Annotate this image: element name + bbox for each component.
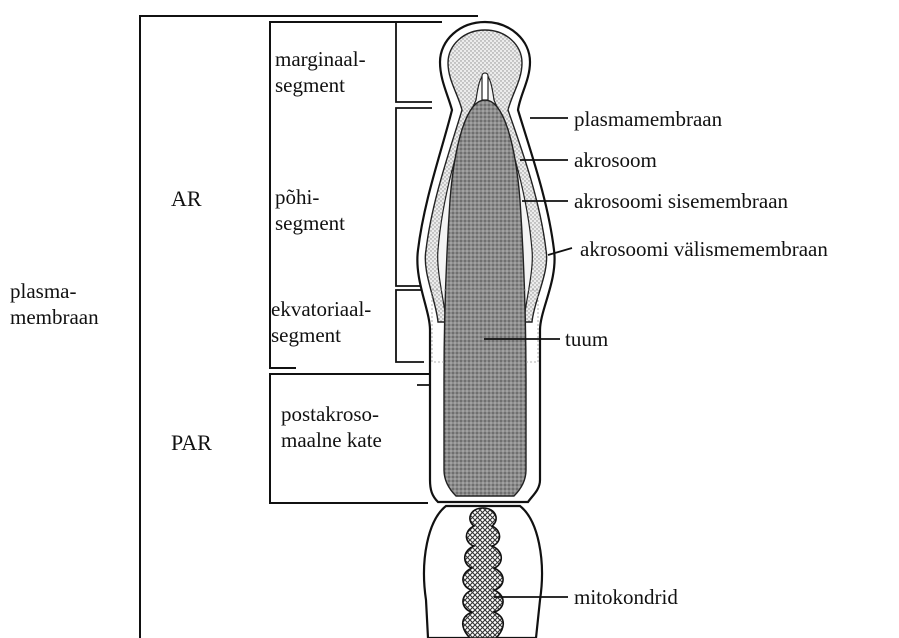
label-marginal-segment: marginaal- segment: [275, 46, 366, 98]
apical-tip: [482, 73, 488, 100]
label-plasmamembrane-region: plasma- membraan: [10, 278, 99, 330]
label-outer-acrosomal-membrane: akrosoomi välismemembraan: [580, 236, 828, 262]
label-ar: AR: [171, 186, 202, 212]
bracket-marginal-segment: [396, 22, 432, 102]
label-main-segment: põhi- segment: [275, 184, 345, 236]
label-nucleus: tuum: [565, 326, 608, 352]
label-inner-acrosomal-membrane: akrosoomi sisemembraan: [574, 188, 788, 214]
label-equatorial-segment: ekvatoriaal- segment: [271, 296, 371, 348]
label-par: PAR: [171, 430, 212, 456]
nucleus-shape: [444, 100, 526, 496]
label-plasma-membrane: plasmamembraan: [574, 106, 722, 132]
label-postacrosomal-cap: postakroso- maalne kate: [281, 401, 382, 453]
bracket-equatorial-segment: [396, 290, 424, 362]
label-acrosome: akrosoom: [574, 147, 657, 173]
label-mitochondria: mitokondrid: [574, 584, 678, 610]
